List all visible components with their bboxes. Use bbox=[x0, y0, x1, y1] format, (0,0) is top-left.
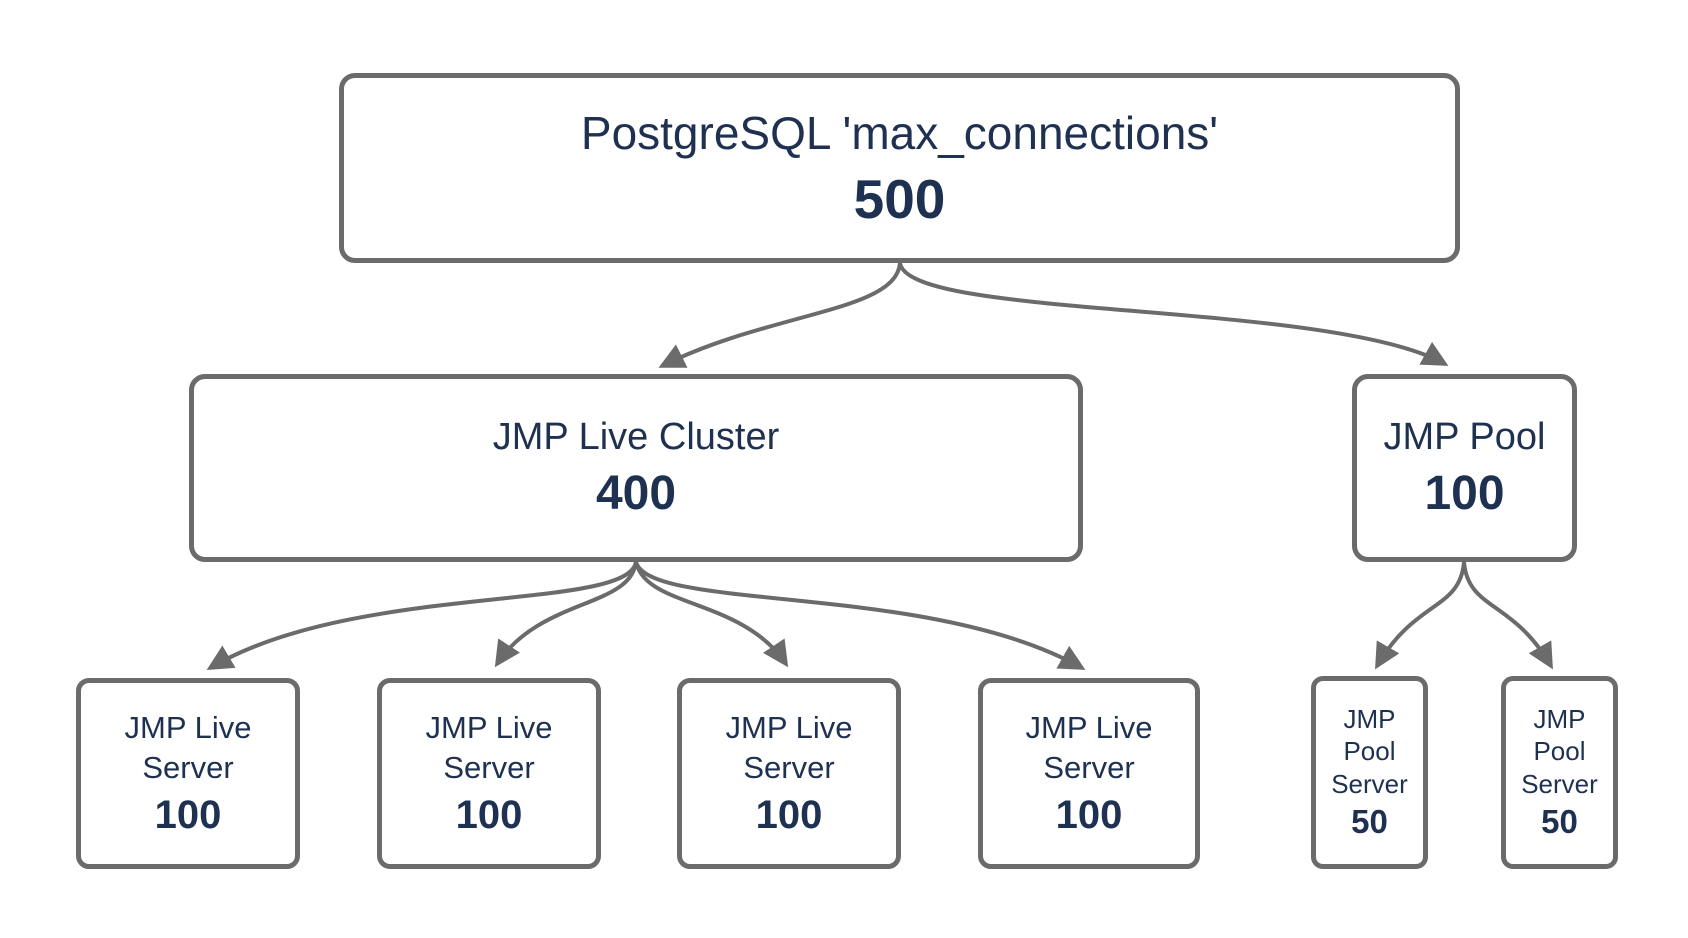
node-jmp-live-cluster: JMP Live Cluster 400 bbox=[189, 374, 1083, 562]
node-label: JMP Live Server bbox=[1025, 710, 1153, 785]
node-value: 50 bbox=[1351, 803, 1388, 841]
edge-cluster-to-server-4 bbox=[634, 561, 1086, 670]
node-value: 50 bbox=[1541, 803, 1578, 841]
node-value: 100 bbox=[1055, 792, 1123, 837]
node-jmp-live-server-2: JMP Live Server 100 bbox=[377, 678, 601, 869]
node-label: JMP Live Cluster bbox=[492, 416, 780, 459]
node-jmp-pool-server-1: JMP Pool Server 50 bbox=[1311, 676, 1428, 869]
edge-root-to-pool bbox=[898, 262, 1449, 366]
node-value: 100 bbox=[455, 792, 523, 837]
node-label: PostgreSQL 'max_connections' bbox=[580, 107, 1219, 160]
node-jmp-live-server-3: JMP Live Server 100 bbox=[677, 678, 901, 869]
edge-pool-to-pool-server-1 bbox=[1375, 561, 1466, 670]
node-label: JMP Pool Server bbox=[1521, 703, 1598, 799]
node-label: JMP Live Server bbox=[425, 710, 553, 785]
node-value: 400 bbox=[595, 467, 677, 521]
node-value: 100 bbox=[1424, 467, 1505, 521]
edge-cluster-to-server-3 bbox=[634, 561, 789, 668]
edge-cluster-to-server-2 bbox=[494, 561, 638, 668]
node-label: JMP Pool Server bbox=[1331, 703, 1408, 799]
node-value: 100 bbox=[154, 792, 222, 837]
node-label: JMP Live Server bbox=[725, 710, 853, 785]
node-label: JMP Live Server bbox=[124, 710, 252, 785]
node-value: 500 bbox=[853, 167, 946, 230]
edge-root-to-cluster bbox=[658, 262, 902, 368]
node-postgresql-max-connections: PostgreSQL 'max_connections' 500 bbox=[339, 73, 1460, 263]
node-jmp-live-server-4: JMP Live Server 100 bbox=[978, 678, 1200, 869]
node-jmp-pool-server-2: JMP Pool Server 50 bbox=[1501, 676, 1618, 869]
node-label: JMP Pool bbox=[1383, 416, 1546, 459]
edge-cluster-to-server-1 bbox=[206, 561, 638, 670]
node-value: 100 bbox=[755, 792, 823, 837]
node-jmp-live-server-1: JMP Live Server 100 bbox=[76, 678, 300, 869]
node-jmp-pool: JMP Pool 100 bbox=[1352, 374, 1577, 562]
edge-pool-to-pool-server-2 bbox=[1462, 561, 1553, 670]
